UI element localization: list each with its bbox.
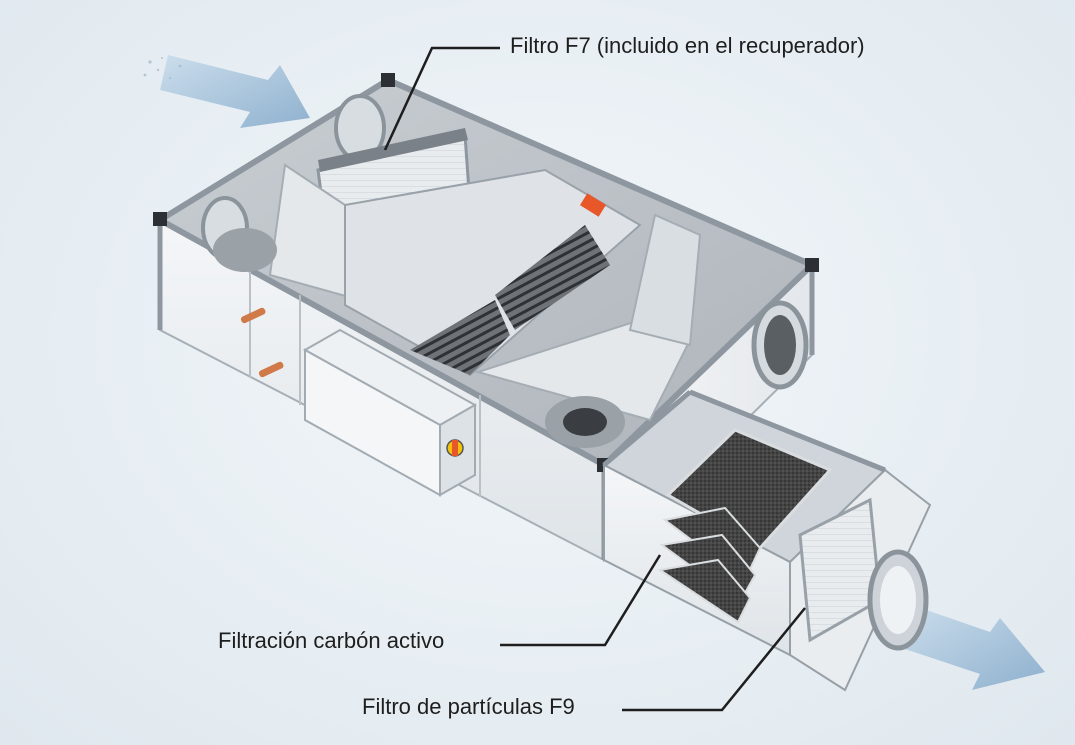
control-box <box>302 328 478 497</box>
leader-line-f9 <box>622 607 806 712</box>
outlet-duct-collar <box>867 549 929 651</box>
side-duct-collar <box>751 300 809 390</box>
airflow-out-arrow-icon <box>902 605 1045 690</box>
heat-exchanger-core <box>344 168 642 377</box>
callout-carbon-filtration: Filtración carbón activo <box>218 628 445 653</box>
airflow-in-arrow-icon <box>143 55 310 128</box>
callout-filter-f7: Filtro F7 (incluido en el recuperador) <box>510 33 865 58</box>
copper-pipes <box>240 307 284 378</box>
fan <box>213 228 625 448</box>
leader-line-f7 <box>383 46 500 151</box>
leader-line-carbon <box>500 554 662 647</box>
leader-lines <box>383 46 806 712</box>
carbon-filter-panels <box>657 428 833 624</box>
callout-particle-filter-f9: Filtro de partículas F9 <box>362 694 575 719</box>
internal-dividers <box>268 163 702 422</box>
